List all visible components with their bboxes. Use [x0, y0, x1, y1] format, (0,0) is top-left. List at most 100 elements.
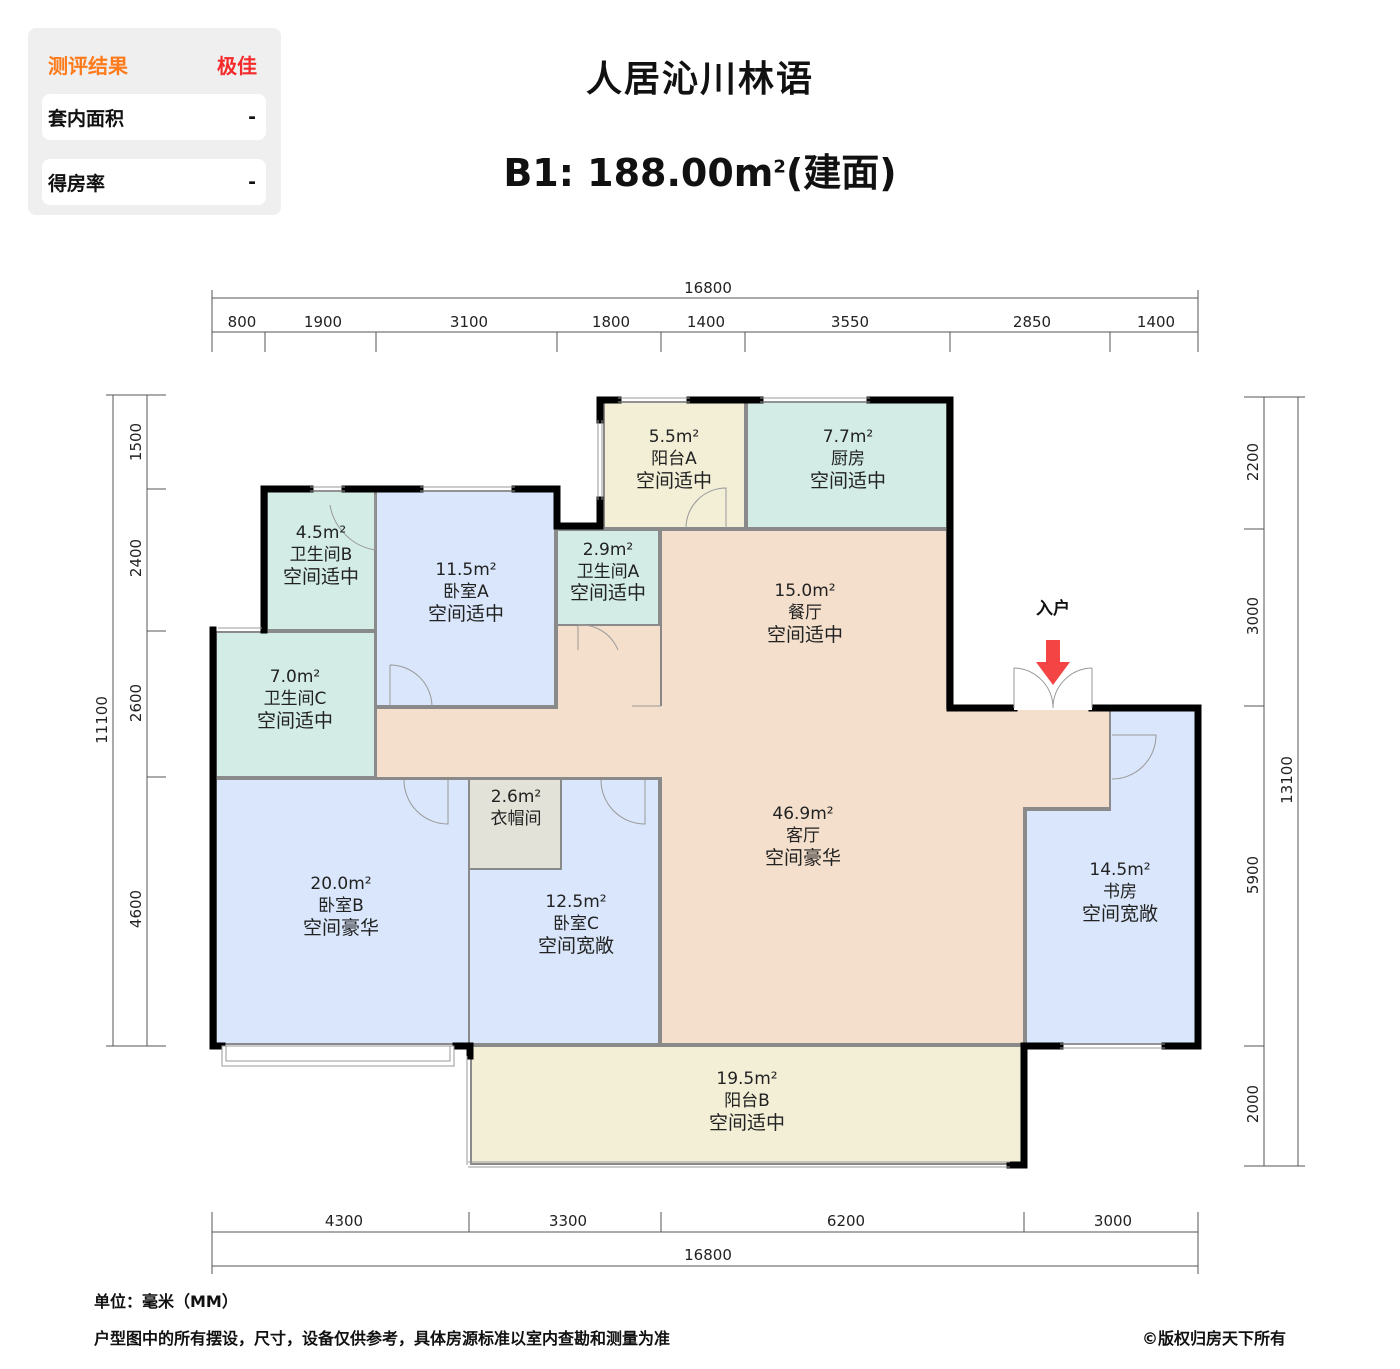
unit-sup: 2	[773, 156, 786, 178]
bottom-dimensions	[211, 1212, 1199, 1274]
bottom-dim: 6200	[827, 1212, 865, 1230]
left-dim: 4600	[127, 890, 145, 928]
top-dim: 1900	[304, 313, 342, 331]
room-label-bathroom-b: 4.5m² 卫生间B 空间适中	[283, 523, 359, 588]
room-label-bathroom-a: 2.9m² 卫生间A 空间适中	[570, 540, 646, 604]
top-dim: 3100	[450, 313, 488, 331]
top-dim: 1800	[592, 313, 630, 331]
kitchen-fill	[746, 401, 948, 529]
room-label-dining: 15.0m² 餐厅 空间适中	[767, 581, 843, 646]
efficiency-value: -	[248, 171, 256, 193]
bathroom-b-fill	[266, 490, 376, 631]
room-label-living: 46.9m² 客厅 空间豪华	[765, 804, 841, 869]
right-dim: 3000	[1244, 597, 1262, 635]
svg-text:空间豪华: 空间豪华	[765, 847, 841, 869]
svg-text:5.5m²: 5.5m²	[649, 427, 699, 447]
svg-text:空间豪华: 空间豪华	[303, 917, 379, 939]
svg-text:客厅: 客厅	[786, 826, 820, 846]
evaluation-card: 测评结果 极佳 套内面积 - 得房率 -	[28, 28, 281, 215]
disclaimer: 户型图中的所有摆设，尺寸，设备仅供参考，具体房源标准以室内查勘和测量为准	[94, 1329, 671, 1348]
svg-text:14.5m²: 14.5m²	[1089, 860, 1150, 880]
top-dim: 800	[228, 313, 257, 331]
evaluation-title: 测评结果	[48, 54, 128, 78]
unit-note: 单位：毫米（MM）	[94, 1292, 238, 1311]
evaluation-grade: 极佳	[217, 54, 257, 78]
left-dim: 2400	[127, 539, 145, 577]
right-dim: 2000	[1244, 1085, 1262, 1123]
efficiency-label: 得房率	[48, 172, 106, 195]
bottom-total-dim: 16800	[684, 1246, 732, 1264]
svg-text:7.0m²: 7.0m²	[270, 667, 320, 687]
windows	[218, 397, 1165, 1168]
right-dim: 2200	[1244, 443, 1262, 481]
room-label-cloakroom: 2.6m² 衣帽间	[491, 787, 542, 829]
svg-text:2.6m²: 2.6m²	[491, 787, 541, 807]
unit-prefix: B1: 188.00m	[503, 151, 774, 195]
svg-text:厨房: 厨房	[831, 449, 865, 469]
copyright: ©版权归房天下所有	[1141, 1329, 1286, 1348]
left-dimensions	[106, 394, 166, 1047]
inner-area-label: 套内面积	[48, 107, 125, 130]
balcony-a-fill	[603, 401, 746, 529]
left-dim: 1500	[127, 423, 145, 461]
left-total-dim: 11100	[93, 696, 111, 744]
top-dim: 1400	[1137, 313, 1175, 331]
svg-text:空间适中: 空间适中	[283, 566, 359, 588]
bottom-dim: 3000	[1094, 1212, 1132, 1230]
svg-text:15.0m²: 15.0m²	[774, 581, 835, 601]
unit-subtitle: B1: 188.00m2(建面)	[0, 142, 1400, 197]
svg-text:7.7m²: 7.7m²	[823, 427, 873, 447]
svg-text:卫生间A: 卫生间A	[577, 562, 640, 582]
room-label-kitchen: 7.7m² 厨房 空间适中	[810, 427, 886, 492]
left-dim: 2600	[127, 684, 145, 722]
svg-text:卧室B: 卧室B	[318, 896, 364, 916]
svg-text:卧室C: 卧室C	[553, 914, 599, 934]
svg-text:空间适中: 空间适中	[428, 603, 504, 625]
svg-text:卫生间C: 卫生间C	[264, 689, 327, 709]
top-total-dim: 16800	[684, 279, 732, 297]
page-title: 人居沁川林语	[585, 59, 814, 100]
svg-text:餐厅: 餐厅	[788, 603, 822, 623]
svg-text:空间宽敞: 空间宽敞	[538, 935, 614, 957]
inner-area-row: 套内面积 -	[42, 94, 266, 140]
svg-text:12.5m²: 12.5m²	[545, 892, 606, 912]
exterior-walls	[209, 396, 1202, 1169]
svg-text:空间适中: 空间适中	[810, 470, 886, 492]
svg-text:阳台A: 阳台A	[651, 449, 697, 469]
svg-text:书房: 书房	[1103, 882, 1137, 902]
balcony-b-fill	[470, 1045, 1025, 1165]
bottom-dim: 4300	[325, 1212, 363, 1230]
svg-text:4.5m²: 4.5m²	[296, 523, 346, 543]
entrance-label: 入户	[1036, 598, 1070, 619]
bathroom-c-fill	[215, 631, 376, 778]
svg-text:19.5m²: 19.5m²	[716, 1069, 777, 1089]
room-label-bedroom-c: 12.5m² 卧室C 空间宽敞	[538, 892, 614, 957]
unit-suffix: (建面)	[785, 151, 897, 195]
top-dim: 3550	[831, 313, 869, 331]
bathroom-a-fill	[556, 529, 660, 626]
svg-text:衣帽间: 衣帽间	[491, 809, 542, 829]
room-label-balcony-a: 5.5m² 阳台A 空间适中	[636, 427, 712, 492]
right-dim: 5900	[1244, 856, 1262, 894]
efficiency-row: 得房率 -	[42, 159, 266, 205]
room-label-bedroom-b: 20.0m² 卧室B 空间豪华	[303, 874, 379, 939]
svg-text:卧室A: 卧室A	[443, 582, 489, 602]
top-dim: 2850	[1013, 313, 1051, 331]
bottom-dim: 3300	[549, 1212, 587, 1230]
svg-text:空间适中: 空间适中	[709, 1112, 785, 1134]
doors	[329, 487, 1157, 825]
room-label-bathroom-c: 7.0m² 卫生间C 空间适中	[257, 667, 333, 732]
room-label-bedroom-a: 11.5m² 卧室A 空间适中	[428, 560, 504, 625]
svg-text:空间适中: 空间适中	[257, 710, 333, 732]
top-dimensions	[211, 290, 1199, 352]
right-total-dim: 13100	[1278, 756, 1296, 804]
svg-text:空间适中: 空间适中	[636, 470, 712, 492]
svg-text:11.5m²: 11.5m²	[435, 560, 496, 580]
room-label-study: 14.5m² 书房 空间宽敞	[1082, 860, 1158, 925]
svg-text:卫生间B: 卫生间B	[290, 545, 353, 565]
right-dimensions	[1244, 396, 1305, 1167]
svg-text:20.0m²: 20.0m²	[310, 874, 371, 894]
svg-text:2.9m²: 2.9m²	[583, 540, 633, 560]
svg-text:阳台B: 阳台B	[724, 1091, 770, 1111]
